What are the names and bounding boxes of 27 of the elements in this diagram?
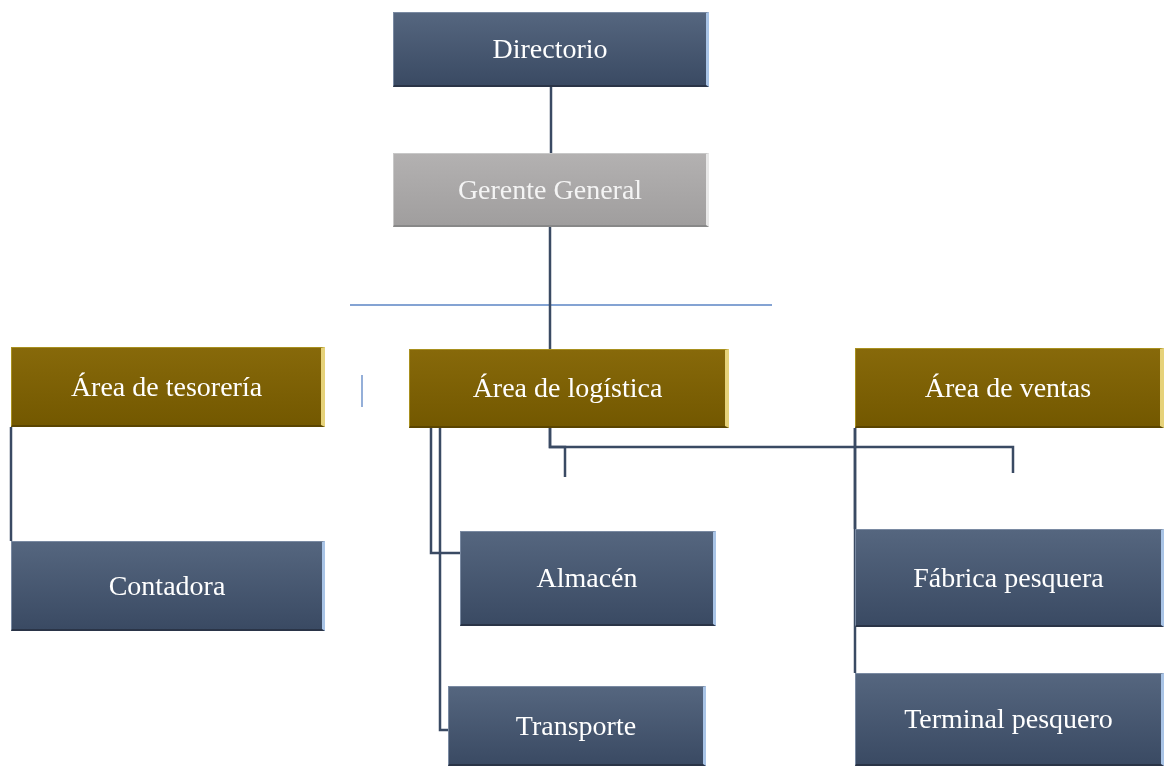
connector-line bbox=[9, 427, 13, 541]
box-label: Área de tesorería bbox=[70, 370, 263, 403]
connector-line bbox=[548, 428, 1015, 473]
org-box bbox=[448, 686, 706, 766]
box-label: Área de logística bbox=[472, 372, 663, 404]
org-box bbox=[855, 348, 1164, 428]
box-label: Terminal pesquero bbox=[904, 703, 1113, 735]
org-box bbox=[855, 673, 1164, 766]
org-box bbox=[460, 531, 716, 626]
box-label: Transporte bbox=[515, 709, 637, 742]
box-label: Gerente General bbox=[457, 173, 643, 206]
org-box bbox=[11, 347, 325, 427]
connector-line bbox=[853, 428, 857, 673]
org-box bbox=[855, 529, 1164, 627]
box-label: Fábrica pesquera bbox=[913, 561, 1104, 594]
box-label: Contadora bbox=[108, 569, 226, 602]
org-box bbox=[11, 541, 325, 631]
org-box bbox=[393, 12, 709, 87]
connector-line bbox=[548, 227, 552, 349]
connector-line bbox=[438, 428, 448, 732]
org-box bbox=[409, 349, 729, 428]
connector-line bbox=[429, 428, 460, 555]
connector-line bbox=[549, 87, 553, 153]
org-box bbox=[393, 153, 709, 227]
box-label: Área de ventas bbox=[924, 371, 1092, 404]
box-label: Directorio bbox=[492, 33, 608, 65]
box-label: Almacén bbox=[536, 562, 638, 594]
